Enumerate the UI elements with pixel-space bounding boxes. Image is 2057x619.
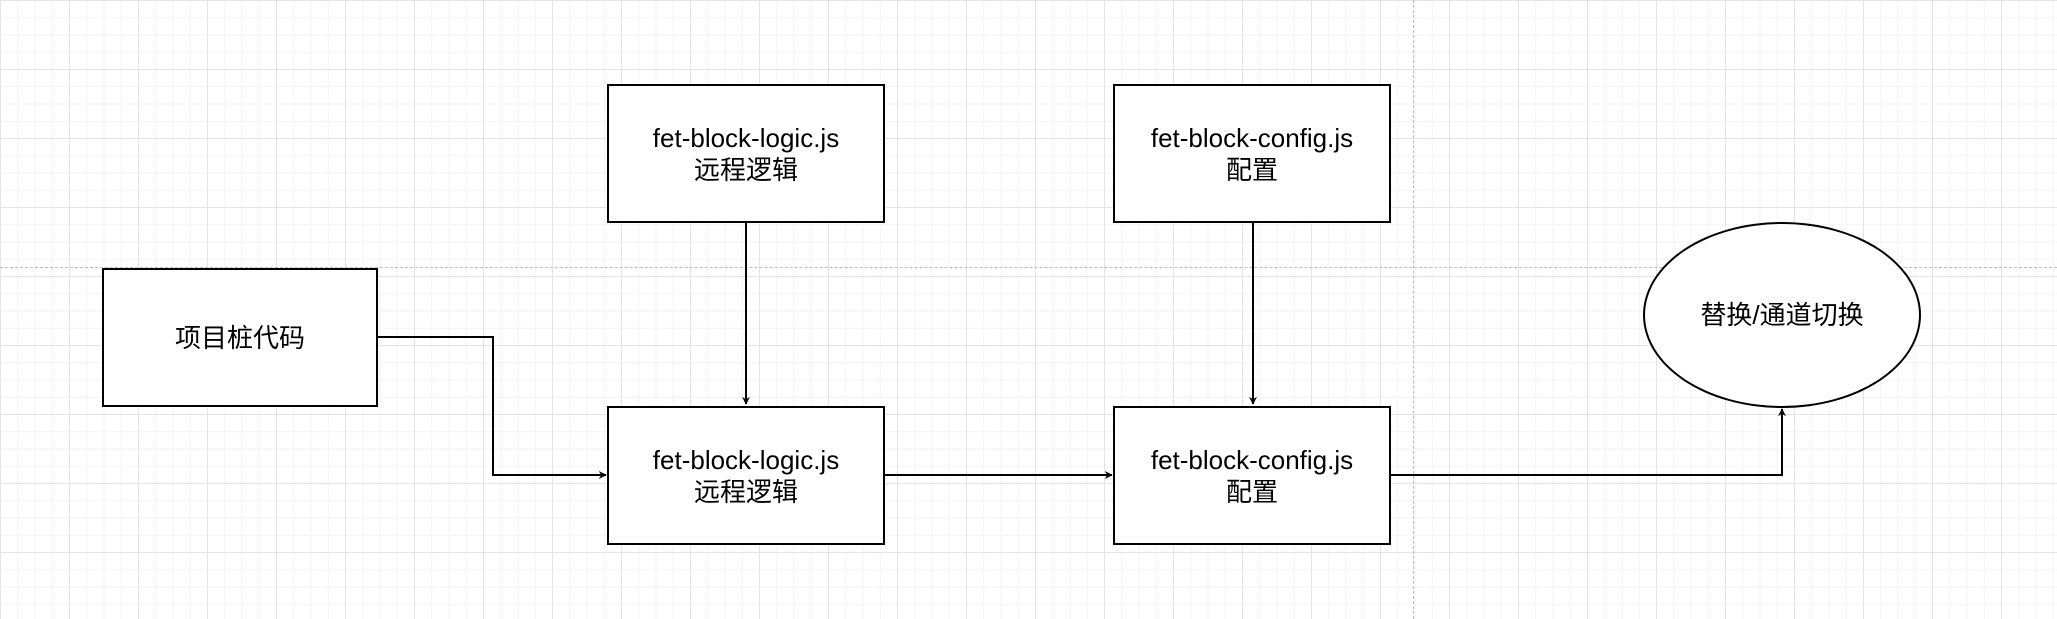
node-sublabel: 配置 — [1225, 476, 1278, 507]
node-label: fet-block-config.js — [1150, 122, 1354, 153]
node-sublabel: 远程逻辑 — [693, 476, 798, 507]
edge-config-to-switch[interactable] — [1390, 408, 1786, 476]
edge-stub-to-logic[interactable] — [377, 336, 607, 479]
node-label: fet-block-logic.js — [652, 122, 840, 153]
node-fet-block-config-mid[interactable]: fet-block-config.js 配置 — [1113, 406, 1391, 545]
node-project-stub-code[interactable]: 项目桩代码 — [102, 268, 378, 407]
node-fet-block-logic-mid[interactable]: fet-block-logic.js 远程逻辑 — [607, 406, 885, 545]
node-fet-block-logic-top[interactable]: fet-block-logic.js 远程逻辑 — [607, 84, 885, 223]
node-sublabel: 远程逻辑 — [693, 154, 798, 185]
node-label: fet-block-logic.js — [652, 444, 840, 475]
node-replace-channel-switch[interactable]: 替换/通道切换 — [1643, 222, 1921, 408]
node-label: fet-block-config.js — [1150, 444, 1354, 475]
page-break-vertical — [1413, 0, 1414, 619]
node-sublabel: 配置 — [1225, 154, 1278, 185]
node-label: 替换/通道切换 — [1700, 300, 1864, 330]
page-break-horizontal — [0, 267, 2057, 268]
node-fet-block-config-top[interactable]: fet-block-config.js 配置 — [1113, 84, 1391, 223]
node-label: 项目桩代码 — [174, 322, 305, 353]
